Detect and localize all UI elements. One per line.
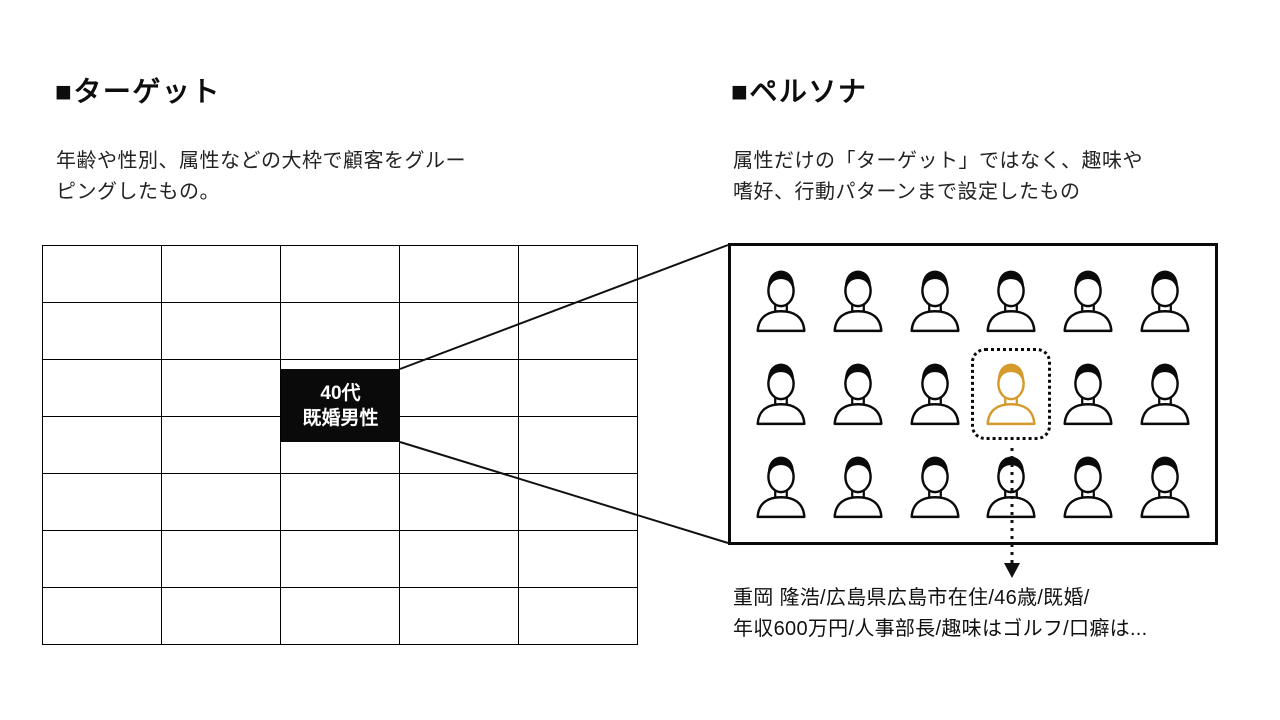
target-grid-cell xyxy=(162,531,280,587)
persona-heading: ■ペルソナ xyxy=(731,76,868,107)
person-icon-svg xyxy=(756,270,806,332)
person-icon-highlighted xyxy=(973,347,1050,440)
target-grid-cell xyxy=(43,303,161,359)
target-grid-cell xyxy=(519,588,637,644)
person-icon-svg xyxy=(910,270,960,332)
person-icon-svg xyxy=(756,456,806,519)
target-grid-cell xyxy=(519,474,637,530)
target-grid-cell xyxy=(281,474,399,530)
target-grid-cell xyxy=(281,303,399,359)
target-description-line: 年齢や性別、属性などの大枠で顧客をグルー xyxy=(56,150,466,172)
person-icon xyxy=(820,254,897,347)
person-icon xyxy=(973,441,1050,534)
target-description-line: ピングしたもの。 xyxy=(56,181,220,203)
target-grid-cell xyxy=(281,246,399,302)
persona-profile: 重岡 隆浩/広島県広島市在住/46歳/既婚/ 年収600万円/人事部長/趣味はゴ… xyxy=(733,583,1148,645)
target-grid-cell xyxy=(400,303,518,359)
person-icon xyxy=(1126,254,1203,347)
target-highlight-line: 40代 xyxy=(320,382,361,404)
person-icon-svg xyxy=(986,363,1036,426)
target-grid-cell xyxy=(281,588,399,644)
person-icon-svg xyxy=(986,456,1036,519)
target-grid-cell xyxy=(162,360,280,416)
target-grid-cell xyxy=(162,588,280,644)
person-icon xyxy=(743,254,820,347)
person-icon xyxy=(896,441,973,534)
person-icon xyxy=(743,347,820,440)
person-icon-svg xyxy=(1063,456,1113,519)
person-icon xyxy=(973,254,1050,347)
person-icon-svg xyxy=(1140,456,1190,519)
target-grid-cell xyxy=(162,246,280,302)
target-grid-cell xyxy=(43,474,161,530)
target-grid xyxy=(42,245,638,645)
target-grid-cell xyxy=(400,360,518,416)
target-grid-cell xyxy=(400,588,518,644)
target-grid-cell xyxy=(43,531,161,587)
persona-grid xyxy=(731,246,1215,542)
person-icon-svg xyxy=(910,456,960,519)
target-grid-cell xyxy=(400,531,518,587)
person-icon-svg xyxy=(756,363,806,426)
persona-description-line: 属性だけの「ターゲット」ではなく、趣味や xyxy=(733,150,1143,172)
target-grid-cell xyxy=(519,360,637,416)
person-icon xyxy=(1126,347,1203,440)
target-grid-cell xyxy=(519,303,637,359)
target-grid-cell xyxy=(519,246,637,302)
person-icon xyxy=(896,347,973,440)
persona-description: 属性だけの「ターゲット」ではなく、趣味や 嗜好、行動パターンまで設定したもの xyxy=(733,146,1143,208)
person-icon xyxy=(820,441,897,534)
target-highlight-line: 既婚男性 xyxy=(302,407,379,429)
person-icon xyxy=(1050,347,1127,440)
target-grid-cell xyxy=(162,303,280,359)
target-heading: ■ターゲット xyxy=(55,76,221,107)
person-icon xyxy=(1050,254,1127,347)
target-description: 年齢や性別、属性などの大枠で顧客をグルー ピングしたもの。 xyxy=(56,146,466,208)
person-icon xyxy=(896,254,973,347)
target-grid-cell xyxy=(162,474,280,530)
persona-arrow-head-icon xyxy=(1004,563,1020,578)
person-icon-svg xyxy=(833,363,883,426)
target-grid-cell xyxy=(400,417,518,473)
target-grid-cell xyxy=(43,246,161,302)
person-icon-svg xyxy=(1063,363,1113,426)
person-icon-svg xyxy=(1140,363,1190,426)
target-grid-cell xyxy=(400,246,518,302)
target-grid-cell xyxy=(519,417,637,473)
person-icon xyxy=(1050,441,1127,534)
target-grid-cell xyxy=(43,360,161,416)
persona-profile-line: 重岡 隆浩/広島県広島市在住/46歳/既婚/ xyxy=(733,587,1090,609)
person-icon-svg xyxy=(1063,270,1113,332)
target-grid-cell xyxy=(281,531,399,587)
person-icon xyxy=(820,347,897,440)
persona-description-line: 嗜好、行動パターンまで設定したもの xyxy=(733,181,1081,203)
target-highlight-cell: 40代 既婚男性 xyxy=(281,369,400,442)
person-icon-svg xyxy=(1140,270,1190,332)
target-grid-cell xyxy=(519,531,637,587)
person-icon-svg xyxy=(833,456,883,519)
persona-box xyxy=(728,243,1218,545)
person-icon xyxy=(1126,441,1203,534)
person-icon-svg xyxy=(910,363,960,426)
persona-profile-line: 年収600万円/人事部長/趣味はゴルフ/口癖は... xyxy=(733,618,1148,640)
person-icon-svg xyxy=(833,270,883,332)
target-grid-cell xyxy=(43,588,161,644)
person-icon-svg xyxy=(986,270,1036,332)
target-grid-cell xyxy=(400,474,518,530)
target-grid-cell xyxy=(43,417,161,473)
target-grid-cell xyxy=(162,417,280,473)
person-icon xyxy=(743,441,820,534)
